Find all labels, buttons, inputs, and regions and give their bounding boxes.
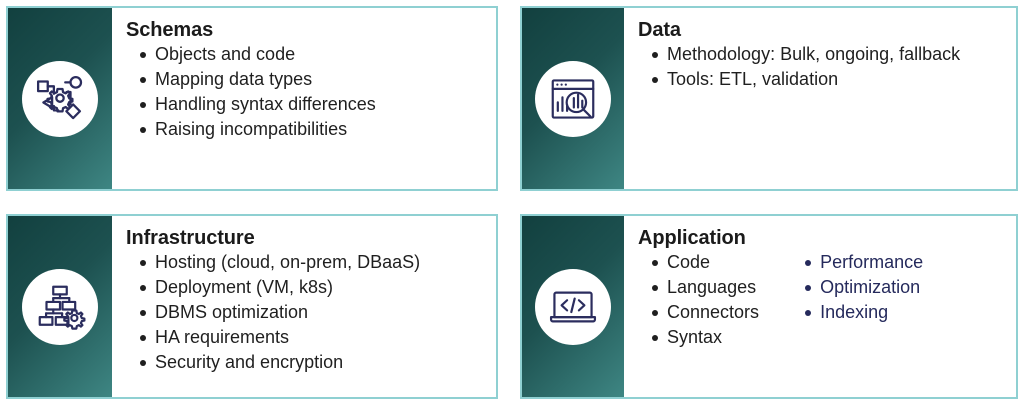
list-item: Indexing <box>805 300 923 325</box>
hierarchy-gear-icon <box>22 268 98 345</box>
bullet-columns: Objects and code Mapping data types Hand… <box>126 42 496 142</box>
list-item: DBMS optimization <box>140 300 420 325</box>
list-item: Handling syntax differences <box>140 92 376 117</box>
data-analytics-window-icon <box>535 60 611 137</box>
schema-workflow-gear-icon <box>22 60 98 137</box>
list-item: HA requirements <box>140 325 420 350</box>
bullet-columns: Code Languages Connectors Syntax Perform… <box>638 250 1016 350</box>
icon-panel-schemas <box>8 8 112 189</box>
icon-panel-infrastructure <box>8 216 112 397</box>
card-data: Data Methodology: Bulk, ongoing, fallbac… <box>520 6 1018 191</box>
card-body-data: Data Methodology: Bulk, ongoing, fallbac… <box>624 8 1016 189</box>
list-item: Methodology: Bulk, ongoing, fallback <box>652 42 960 67</box>
bullet-columns: Hosting (cloud, on-prem, DBaaS) Deployme… <box>126 250 496 375</box>
card-title: Infrastructure <box>126 227 255 249</box>
list-item: Performance <box>805 250 923 275</box>
card-body-infrastructure: Infrastructure Hosting (cloud, on-prem, … <box>112 216 496 397</box>
list-item: Objects and code <box>140 42 376 67</box>
list-item: Raising incompatibilities <box>140 117 376 142</box>
card-title: Data <box>638 19 681 41</box>
list-item: Connectors <box>652 300 759 325</box>
list-item: Security and encryption <box>140 350 420 375</box>
icon-panel-application <box>522 216 624 397</box>
bullet-list-primary: Code Languages Connectors Syntax <box>638 250 759 350</box>
card-infrastructure: Infrastructure Hosting (cloud, on-prem, … <box>6 214 498 399</box>
list-item: Hosting (cloud, on-prem, DBaaS) <box>140 250 420 275</box>
list-item: Languages <box>652 275 759 300</box>
card-body-application: Application Code Languages Connectors Sy… <box>624 216 1016 397</box>
card-application: Application Code Languages Connectors Sy… <box>520 214 1018 399</box>
list-item: Tools: ETL, validation <box>652 67 960 92</box>
card-schemas: Schemas Objects and code Mapping data ty… <box>6 6 498 191</box>
bullet-list-primary: Objects and code Mapping data types Hand… <box>126 42 376 142</box>
laptop-code-icon <box>535 268 611 345</box>
card-title: Schemas <box>126 19 214 41</box>
bullet-list-primary: Hosting (cloud, on-prem, DBaaS) Deployme… <box>126 250 420 375</box>
bullet-list-secondary: Performance Optimization Indexing <box>759 250 923 325</box>
card-title: Application <box>638 227 746 249</box>
card-body-schemas: Schemas Objects and code Mapping data ty… <box>112 8 496 189</box>
bullet-list-primary: Methodology: Bulk, ongoing, fallback Too… <box>638 42 960 92</box>
list-item: Code <box>652 250 759 275</box>
list-item: Mapping data types <box>140 67 376 92</box>
list-item: Syntax <box>652 325 759 350</box>
list-item: Deployment (VM, k8s) <box>140 275 420 300</box>
list-item: Optimization <box>805 275 923 300</box>
icon-panel-data <box>522 8 624 189</box>
bullet-columns: Methodology: Bulk, ongoing, fallback Too… <box>638 42 1016 92</box>
